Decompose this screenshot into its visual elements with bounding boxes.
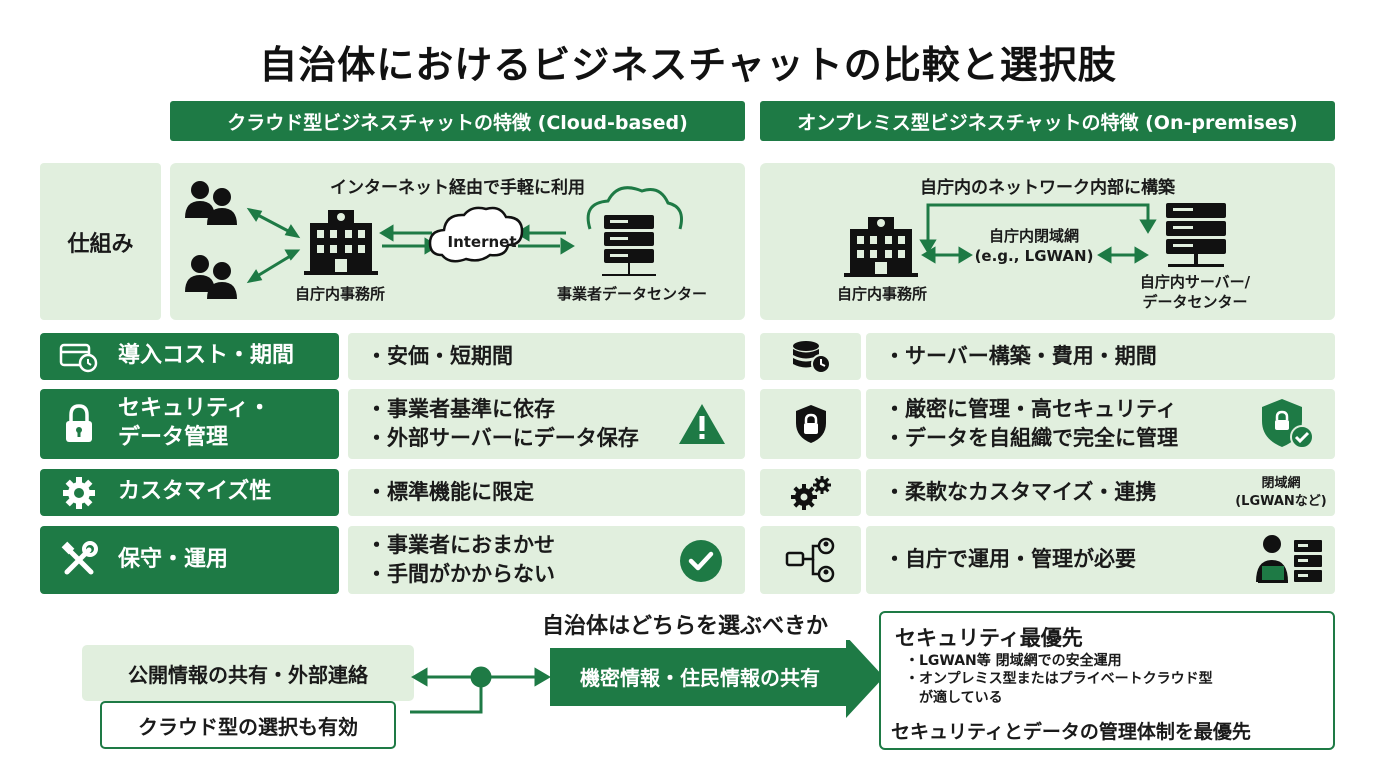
row-label-custom-text: カスタマイズ性 xyxy=(118,479,272,505)
public-share-box: 公開情報の共有・外部連絡 xyxy=(82,645,414,701)
warning-icon xyxy=(679,404,725,444)
priority-item: ・オンプレミス型またはプライベートクラウド型 xyxy=(905,671,1213,688)
onprem-custom-note: 閉域網 (LGWANなど) xyxy=(1222,475,1340,510)
onprem-custom-item: ・柔軟なカスタマイズ・連携 xyxy=(884,479,1157,504)
onprem-cost-item: ・サーバー構築・費用・期間 xyxy=(884,343,1157,368)
cloud-mechanism-panel: インターネット経由で手軽に利用 xyxy=(170,163,745,320)
onprem-network-line2: (e.g., LGWAN) xyxy=(974,246,1094,265)
cloud-maintenance-cell: ・事業者におまかせ ・手間がかからない xyxy=(348,526,745,594)
arrow-icon xyxy=(246,207,301,284)
onprem-maintenance-item: ・自庁で運用・管理が必要 xyxy=(884,547,1136,572)
cloud-cost-cell: ・安価・短期間 xyxy=(348,333,745,380)
cloud-valid-box: クラウド型の選択も有効 xyxy=(100,701,396,749)
row-label-security-line2: データ管理 xyxy=(118,425,229,450)
cloud-cost-item: ・安価・短期間 xyxy=(366,343,513,368)
wrench-icon xyxy=(40,540,118,580)
card-clock-icon xyxy=(40,341,118,373)
cloud-datacenter-label: 事業者データセンター xyxy=(556,285,707,303)
row-label-security-line1: セキュリティ・ xyxy=(118,396,271,422)
row-label-security: セキュリティ・ データ管理 xyxy=(40,389,339,459)
onprem-mechanism-caption: 自庁内のネットワーク内部に構築 xyxy=(920,178,1175,198)
arrow-right-icon xyxy=(550,640,884,718)
users-icon xyxy=(185,255,237,299)
cloud-security-item: ・外部サーバーにデータ保存 xyxy=(366,426,639,450)
bottom-question: 自治体はどちらを選ぶべきか xyxy=(541,614,828,639)
gear-icon xyxy=(40,476,118,510)
row-label-custom: カスタマイズ性 xyxy=(40,469,339,516)
priority-list: ・LGWAN等 閉域網での安全運用 ・オンプレミス型またはプライベートクラウド型… xyxy=(905,652,1213,707)
onprem-maintenance-cell: ・自庁で運用・管理が必要 xyxy=(866,526,1335,594)
onprem-security-cell: ・厳密に管理・高セキュリティ ・データを自組織で完全に管理 xyxy=(866,389,1335,459)
priority-footer: セキュリティとデータの管理体制を最優先 xyxy=(891,721,1251,743)
database-clock-icon xyxy=(760,333,861,380)
cloud-mechanism-diagram xyxy=(185,181,683,299)
users-icon xyxy=(185,181,237,225)
lock-icon xyxy=(40,404,118,444)
cloud-maintenance-item: ・事業者におまかせ xyxy=(366,532,555,557)
onprem-security-item: ・データを自組織で完全に管理 xyxy=(884,426,1178,450)
bottom-connector xyxy=(410,640,884,718)
cloud-column-header: クラウド型ビジネスチャットの特徴 (Cloud-based) xyxy=(170,101,745,141)
onprem-network-line1: 自庁内閉域網 xyxy=(988,227,1079,245)
priority-item: ・LGWAN等 閉域網での安全運用 xyxy=(905,653,1122,669)
onprem-custom-note-line2: (LGWANなど) xyxy=(1235,493,1327,509)
cloud-maintenance-item: ・手間がかからない xyxy=(366,562,555,586)
onprem-security-item: ・厳密に管理・高セキュリティ xyxy=(884,396,1177,421)
onprem-custom-cell: ・柔軟なカスタマイズ・連携 xyxy=(866,469,1335,516)
row-label-maintenance-text: 保守・運用 xyxy=(118,546,229,572)
onprem-mechanism-panel: 自庁内のネットワーク内部に構築 xyxy=(760,163,1335,320)
priority-item-continued: が適している xyxy=(919,689,1003,706)
onprem-server-line2: データセンター xyxy=(1142,292,1248,311)
confidential-label: 機密情報・住民情報の共有 xyxy=(580,666,820,690)
internet-label: Internet xyxy=(447,233,517,251)
shield-check-icon xyxy=(1262,399,1314,449)
cloud-icon xyxy=(428,206,524,263)
cloud-security-cell: ・事業者基準に依存 ・外部サーバーにデータ保存 xyxy=(348,389,745,459)
onprem-network-label: 自庁内閉域網 (e.g., LGWAN) xyxy=(968,227,1100,266)
onprem-custom-note-line1: 閉域網 xyxy=(1261,476,1301,491)
server-icon xyxy=(1166,203,1226,267)
server-icon xyxy=(586,186,683,276)
cloud-custom-item: ・標準機能に限定 xyxy=(366,479,534,504)
cloud-mechanism-caption: インターネット経由で手軽に利用 xyxy=(330,178,585,198)
mechanism-label: 仕組み xyxy=(40,163,161,320)
cloud-office-label: 自庁内事務所 xyxy=(294,285,385,303)
cloud-security-item: ・事業者基準に依存 xyxy=(366,396,555,421)
check-icon xyxy=(680,540,722,582)
onprem-column-header: オンプレミス型ビジネスチャットの特徴 (On-premises) xyxy=(760,101,1335,141)
onprem-server-label: 自庁内サーバー/ データセンター xyxy=(1120,273,1270,312)
cloud-custom-cell: ・標準機能に限定 xyxy=(348,469,745,516)
operator-icon xyxy=(1256,535,1322,583)
priority-box: セキュリティ最優先 ・LGWAN等 閉域網での安全運用 ・オンプレミス型またはプ… xyxy=(879,611,1335,750)
building-icon xyxy=(844,217,918,277)
workflow-icon xyxy=(760,526,861,594)
row-label-cost: 導入コスト・期間 xyxy=(40,333,339,380)
gears-icon xyxy=(760,469,861,516)
row-label-cost-text: 導入コスト・期間 xyxy=(118,343,295,369)
row-label-maintenance: 保守・運用 xyxy=(40,526,339,594)
priority-title: セキュリティ最優先 xyxy=(895,626,1083,650)
onprem-mechanism-diagram xyxy=(844,203,1226,277)
onprem-office-label: 自庁内事務所 xyxy=(836,285,927,303)
shield-lock-icon xyxy=(760,389,861,459)
onprem-cost-cell: ・サーバー構築・費用・期間 xyxy=(866,333,1335,380)
page-title: 自治体におけるビジネスチャットの比較と選択肢 xyxy=(259,43,1117,87)
onprem-server-line1: 自庁内サーバー/ xyxy=(1139,273,1251,291)
building-icon xyxy=(304,210,378,275)
